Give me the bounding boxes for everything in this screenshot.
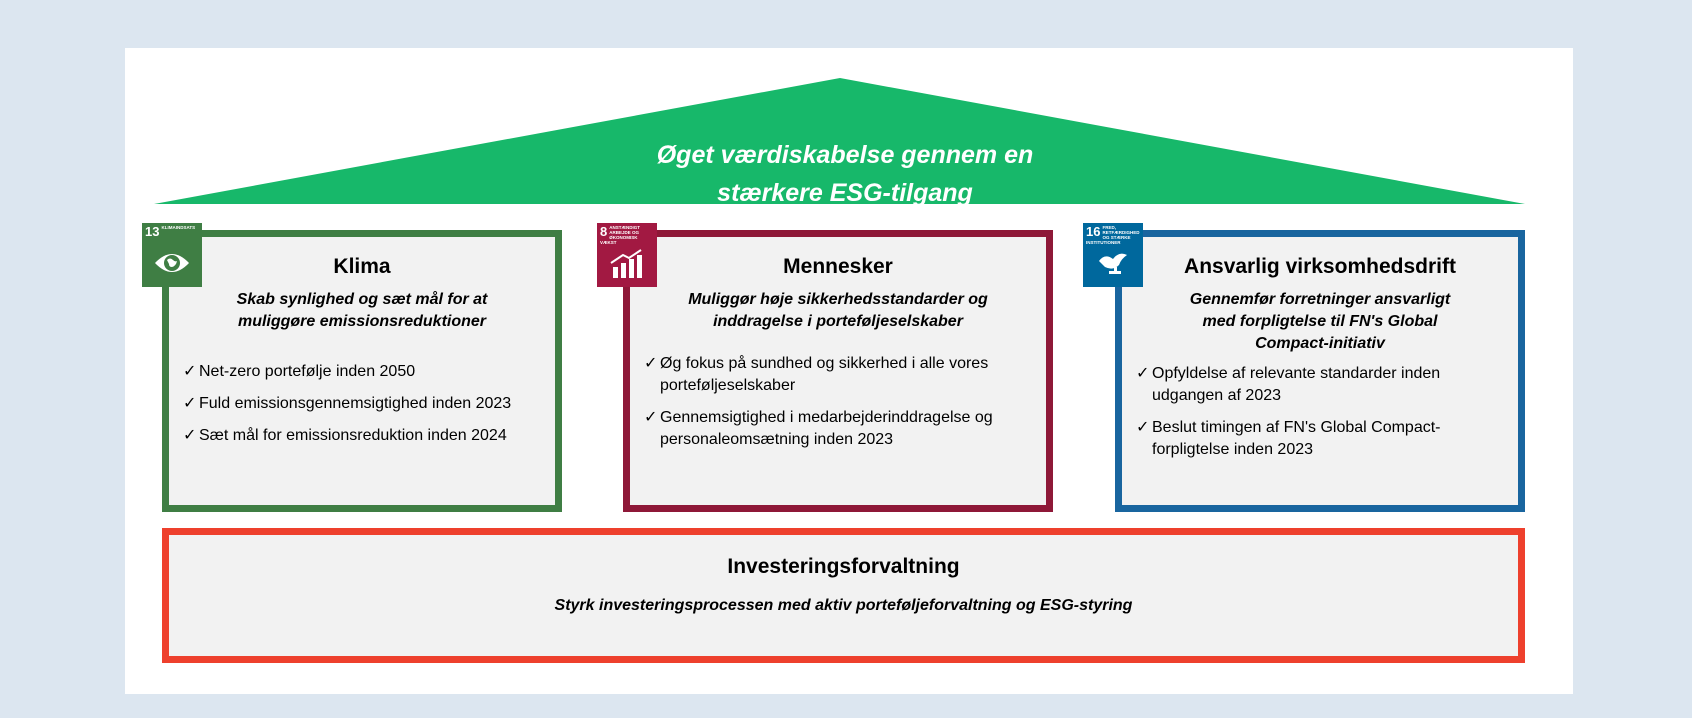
list-item: Opfyldelse af relevante standarder inden… bbox=[1136, 363, 1500, 407]
roof-title: Øget værdiskabelse gennem en stærkere ES… bbox=[505, 136, 1185, 212]
pillar-list: Opfyldelse af relevante standarder inden… bbox=[1122, 363, 1518, 461]
list-item: Fuld emissionsgennemsigtighed inden 2023 bbox=[183, 393, 537, 415]
sdg-16-badge: 16 Fred, retfærdighed og stærke institut… bbox=[1083, 223, 1143, 287]
sdg-number: 16 bbox=[1086, 224, 1101, 239]
pillar-klima: Klima Skab synlighed og sæt mål for at m… bbox=[162, 230, 562, 512]
eye-earth-icon bbox=[155, 254, 189, 272]
list-item: Gennemsigtighed i medarbejderinddragelse… bbox=[644, 407, 1028, 451]
sdg-8-badge: 8 Anstændigt arbejde og økonomisk vækst bbox=[597, 223, 657, 287]
list-item: Øg fokus på sundhed og sikkerhed i alle … bbox=[644, 353, 1028, 397]
foundation-subtitle: Styrk investeringsprocessen med aktiv po… bbox=[554, 597, 1133, 614]
pillar-subtitle-line: Gennemfør forretninger ansvarligt bbox=[1189, 291, 1451, 308]
sdg-number: 8 bbox=[600, 224, 608, 239]
pillar-title: Klima bbox=[333, 255, 391, 278]
pillar-title: Mennesker bbox=[783, 255, 893, 278]
list-item: Beslut timingen af FN's Global Compact-f… bbox=[1136, 417, 1500, 461]
pillar-subtitle-line: med forpligtelse til FN's Global bbox=[1202, 313, 1438, 330]
pillar-subtitle: Gennemfør forretninger ansvarligt med fo… bbox=[1122, 289, 1518, 355]
sdg-number: 13 bbox=[145, 224, 160, 239]
roof-title-line-2: stærkere ESG-tilgang bbox=[717, 179, 973, 207]
pillar-subtitle: Muliggør høje sikkerhedsstandarder og in… bbox=[630, 289, 1046, 333]
pillar-list: Øg fokus på sundhed og sikkerhed i alle … bbox=[630, 353, 1046, 451]
pillar-subtitle: Skab synlighed og sæt mål for at muliggø… bbox=[169, 289, 555, 333]
sdg-label: Klimaindsats bbox=[161, 225, 196, 230]
pillar-title: Ansvarlig virksomhedsdrift bbox=[1184, 255, 1456, 278]
pillar-list: Net-zero portefølje inden 2050 Fuld emis… bbox=[169, 361, 555, 447]
growth-chart-icon bbox=[610, 249, 642, 278]
list-item: Net-zero portefølje inden 2050 bbox=[183, 361, 537, 383]
esg-house-diagram: Øget værdiskabelse gennem en stærkere ES… bbox=[125, 48, 1573, 694]
list-item: Sæt mål for emissionsreduktion inden 202… bbox=[183, 425, 537, 447]
dove-gavel-icon bbox=[1099, 253, 1127, 274]
sdg-label: Anstændigt arbejde og økonomisk vækst bbox=[600, 225, 640, 245]
sdg-label: Fred, retfærdighed og stærke institution… bbox=[1086, 225, 1140, 245]
pillar-subtitle-line: Skab synlighed og sæt mål for at bbox=[236, 291, 488, 308]
pillar-subtitle-line: Muliggør høje sikkerhedsstandarder og bbox=[688, 291, 988, 308]
pillar-ansvarlig-virksomhedsdrift: Ansvarlig virksomhedsdrift Gennemfør for… bbox=[1115, 230, 1525, 512]
pillar-subtitle-line: muliggøre emissionsreduktioner bbox=[237, 313, 487, 330]
roof bbox=[154, 78, 1525, 204]
roof-title-line-1: Øget værdiskabelse gennem en bbox=[656, 141, 1034, 169]
foundation-title: Investeringsforvaltning bbox=[727, 555, 960, 578]
pillar-subtitle-line: inddragelse i porteføljeselskaber bbox=[713, 313, 963, 330]
roof-triangle bbox=[154, 78, 1525, 204]
pillar-mennesker: Mennesker Muliggør høje sikkerhedsstanda… bbox=[623, 230, 1053, 512]
sdg-13-badge: 13 Klimaindsats bbox=[142, 223, 202, 287]
pillar-subtitle-line: Compact-initiativ bbox=[1255, 335, 1385, 352]
foundation-investeringsforvaltning: Investeringsforvaltning Styrk investerin… bbox=[162, 528, 1525, 663]
